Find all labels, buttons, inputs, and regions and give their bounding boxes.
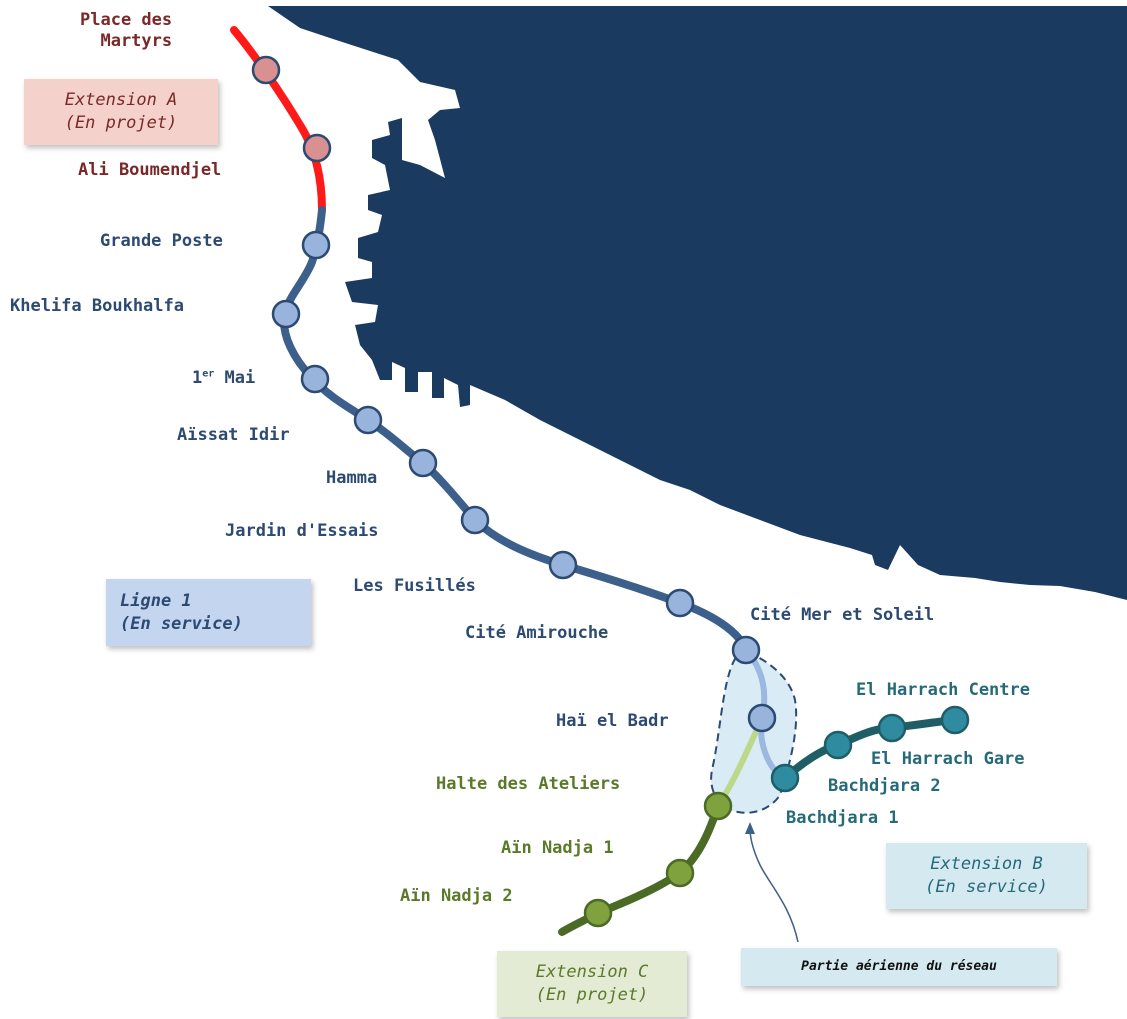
station-label-number: 1 bbox=[192, 368, 203, 388]
legend-status: (En projet) bbox=[535, 985, 649, 1005]
station-label-khelifa-boukhalfa: Khelifa Boukhalfa bbox=[10, 296, 184, 316]
legend-extension-a: Extension A (En projet) bbox=[24, 79, 218, 145]
station-marker-cite-mer-soleil[interactable] bbox=[731, 635, 761, 665]
station-label-halte-ateliers: Halte des Ateliers bbox=[436, 774, 621, 794]
station-marker-jardin-essais[interactable] bbox=[460, 505, 490, 535]
aerial-pointer-line bbox=[749, 827, 799, 943]
station-marker-ain-nadja-1[interactable] bbox=[665, 858, 695, 888]
legend-status: (En service) bbox=[120, 613, 243, 634]
station-label-el-harrach-gare: El Harrach Gare bbox=[871, 749, 1025, 769]
station-label-el-harrach-centre: El Harrach Centre bbox=[856, 680, 1030, 700]
aerial-pointer-arrowhead bbox=[745, 822, 755, 834]
station-label-ali-boumendjel: Ali Boumendjel bbox=[78, 160, 222, 180]
station-label-word: Mai bbox=[224, 368, 256, 388]
line-extension-a bbox=[230, 26, 326, 214]
station-marker-cite-amirouche[interactable] bbox=[665, 588, 695, 618]
legend-title: Extension B bbox=[930, 854, 1043, 875]
station-label-bachdjara-2: Bachdjara 2 bbox=[828, 776, 941, 796]
station-label-cite-mer-soleil: Cité Mer et Soleil bbox=[750, 605, 935, 625]
station-marker-ain-nadja-2[interactable] bbox=[583, 898, 613, 928]
station-marker-grande-poste[interactable] bbox=[301, 230, 331, 260]
station-marker-aissat-idir[interactable] bbox=[353, 405, 383, 435]
station-label-aissat-idir: Aïssat Idir bbox=[177, 425, 290, 445]
legend-note-text: Partie aérienne du réseau bbox=[801, 959, 997, 975]
station-marker-ali-boumendjel[interactable] bbox=[302, 133, 332, 163]
station-label-jardin-essais: Jardin d'Essais bbox=[225, 521, 379, 541]
station-marker-halte-ateliers[interactable] bbox=[703, 791, 733, 821]
station-marker-khelifa-boukhalfa[interactable] bbox=[271, 299, 301, 329]
legend-title: Extension C bbox=[535, 962, 649, 983]
legend-status: (En service) bbox=[925, 877, 1048, 897]
line-extension-b bbox=[781, 716, 959, 782]
station-marker-les-fusilles[interactable] bbox=[548, 550, 578, 580]
station-label-les-fusilles: Les Fusillés bbox=[353, 576, 476, 596]
line-extension-c bbox=[558, 802, 722, 936]
station-marker-hamma[interactable] bbox=[408, 448, 438, 478]
station-marker-1er-mai[interactable] bbox=[300, 364, 330, 394]
legend-ligne-1: Ligne 1 (En service) bbox=[106, 579, 311, 646]
station-label-cite-amirouche: Cité Amirouche bbox=[465, 623, 609, 643]
station-marker-el-harrach-gare[interactable] bbox=[877, 713, 907, 743]
station-label-line: Martyrs bbox=[100, 31, 173, 52]
station-label-hai-el-badr: Haï el Badr bbox=[556, 711, 669, 731]
station-label-ain-nadja-1: Aïn Nadja 1 bbox=[501, 838, 614, 858]
station-label-line: Place des bbox=[80, 10, 173, 30]
station-label-ain-nadja-2: Aïn Nadja 2 bbox=[400, 886, 513, 906]
station-label-1er-mai: 1er Mai bbox=[192, 368, 255, 389]
station-label-bachdjara-1: Bachdjara 1 bbox=[786, 808, 899, 828]
station-label-place-des-martyrs: Place des Martyrs bbox=[80, 10, 172, 53]
station-label-superscript: er bbox=[202, 368, 215, 380]
station-label-grande-poste: Grande Poste bbox=[100, 231, 223, 251]
station-marker-place-des-martyrs[interactable] bbox=[251, 55, 281, 85]
station-marker-bachdjara-2[interactable] bbox=[823, 730, 853, 760]
legend-status: (En projet) bbox=[64, 113, 178, 133]
station-label-hamma: Hamma bbox=[326, 468, 378, 488]
legend-extension-c: Extension C (En projet) bbox=[497, 951, 687, 1017]
legend-extension-b: Extension B (En service) bbox=[886, 843, 1087, 909]
station-marker-bachdjara-1[interactable] bbox=[770, 763, 800, 793]
station-marker-el-harrach-centre[interactable] bbox=[940, 705, 970, 735]
legend-title: Extension A bbox=[64, 90, 178, 111]
legend-title: Ligne 1 bbox=[120, 590, 192, 611]
sea-area bbox=[268, 6, 1127, 600]
legend-aerial-note: Partie aérienne du réseau bbox=[741, 948, 1057, 986]
station-marker-hai-el-badr[interactable] bbox=[747, 703, 777, 733]
